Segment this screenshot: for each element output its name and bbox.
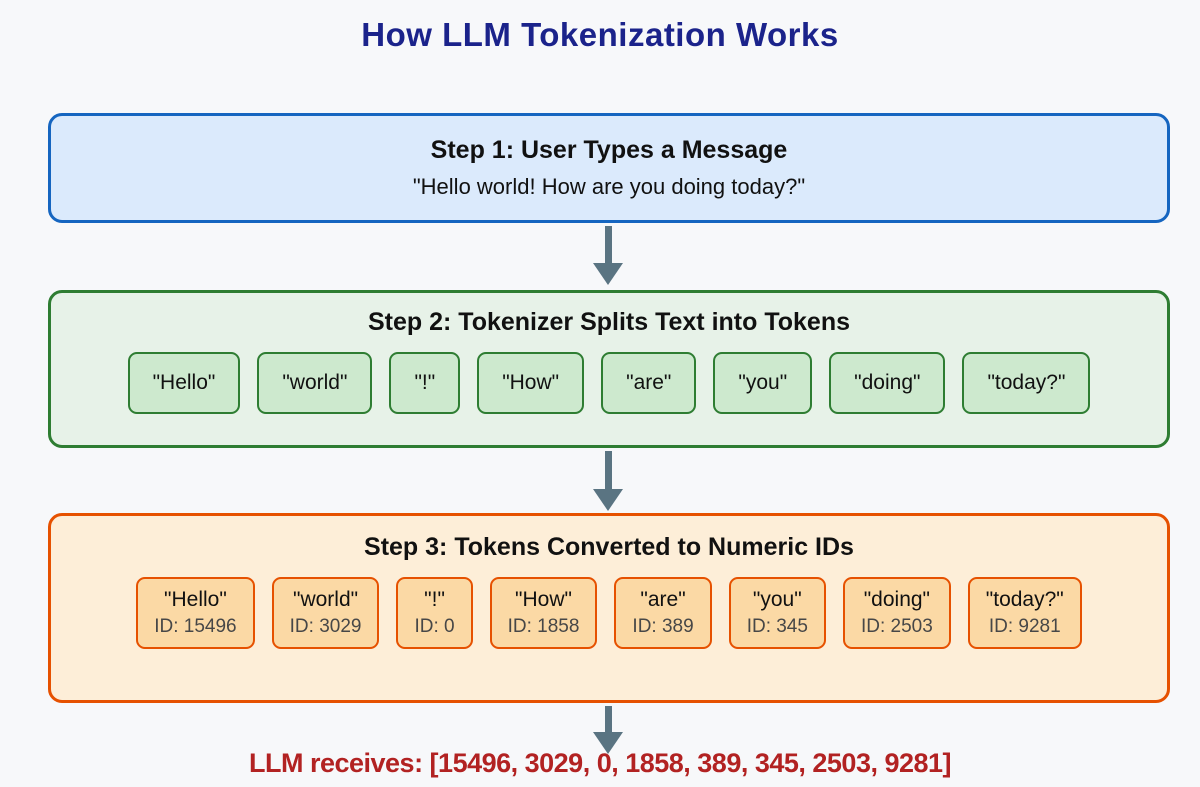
token-id-label: ID: 1858	[507, 616, 580, 637]
token-id-label: ID: 0	[414, 616, 455, 637]
token-id-chip: "doing" ID: 2503	[842, 577, 951, 649]
token-id-label: ID: 15496	[154, 616, 237, 637]
arrow-down-icon	[593, 451, 623, 511]
token-id-chip: "Hello" ID: 15496	[136, 577, 255, 649]
token-id-label: ID: 3029	[289, 616, 362, 637]
token-word: "today?"	[985, 588, 1064, 611]
step2-title: Step 2: Tokenizer Splits Text into Token…	[367, 308, 851, 336]
token-chip: "you"	[713, 352, 813, 414]
token-id-chip: "!" ID: 0	[396, 577, 473, 649]
token-id-chip: "you" ID: 345	[728, 577, 826, 649]
token-word: "doing"	[863, 588, 931, 611]
token-word: "are"	[640, 588, 686, 611]
token-id-chip: "world" ID: 3029	[271, 577, 380, 649]
token-chip: "How"	[477, 352, 585, 414]
token-chip: "Hello"	[127, 352, 241, 414]
token-id-label: ID: 389	[632, 616, 694, 637]
step3-title: Step 3: Tokens Converted to Numeric IDs	[364, 533, 854, 561]
step3-token-row: "Hello"ID: 15496"world"ID: 3029"!"ID: 0"…	[51, 577, 1167, 649]
token-chip: "today?"	[962, 352, 1091, 414]
step3-panel: Step 3: Tokens Converted to Numeric IDs …	[48, 513, 1170, 703]
llm-receives-text: LLM receives: [15496, 3029, 0, 1858, 389…	[248, 748, 952, 778]
arrow-down-icon	[593, 706, 623, 754]
step1-title: Step 1: User Types a Message	[430, 136, 788, 164]
token-chip: "world"	[257, 352, 373, 414]
token-id-chip: "are" ID: 389	[614, 577, 712, 649]
token-word: "you"	[752, 588, 802, 611]
token-chip: "doing"	[829, 352, 946, 414]
page-title: How LLM Tokenization Works	[361, 16, 839, 53]
token-id-chip: "How" ID: 1858	[489, 577, 598, 649]
token-id-label: ID: 2503	[860, 616, 933, 637]
token-word: "world"	[293, 588, 359, 611]
step1-user-message: "Hello world! How are you doing today?"	[412, 174, 806, 199]
arrow-down-icon	[593, 226, 623, 285]
token-chip: "are"	[601, 352, 697, 414]
token-word: "!"	[424, 588, 445, 611]
token-id-label: ID: 9281	[988, 616, 1061, 637]
token-chip: "!"	[389, 352, 461, 414]
step2-panel: Step 2: Tokenizer Splits Text into Token…	[48, 290, 1170, 448]
step2-token-row: "Hello" "world" "!" "How" "are" "you" "doing" "…	[51, 352, 1167, 414]
token-word: "How"	[515, 588, 572, 611]
token-word: "Hello"	[164, 588, 227, 611]
step1-panel: Step 1: User Types a Message "Hello worl…	[48, 113, 1170, 223]
token-id-label: ID: 345	[746, 616, 808, 637]
token-id-chip: "today?" ID: 9281	[967, 577, 1082, 649]
